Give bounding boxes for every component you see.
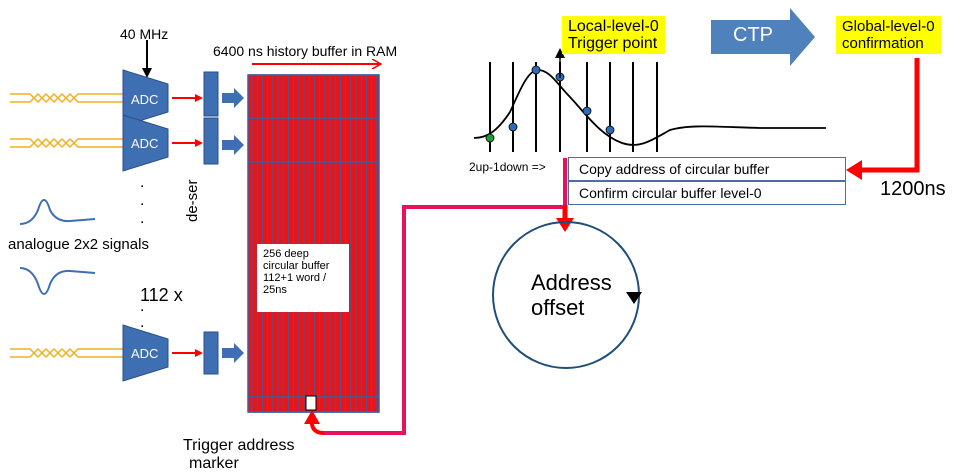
circular-arrow-icon [626,292,642,304]
twisted-pair-wire [10,137,128,149]
adc-trapezoid-icon [122,324,169,382]
vertical-dot: . [140,192,145,209]
latency-label: 1200ns [880,178,946,200]
deser-label: de-ser [184,179,201,222]
deser-block-icon [203,117,219,165]
trigger-sample-point [485,133,495,143]
trigger-waveform [473,62,826,152]
clock-label: 40 MHz [120,26,169,42]
address-link-line [324,158,567,435]
global-confirm-line [860,58,920,173]
copy-to-offset-arrowhead [556,218,574,232]
multiplicity-label: 112 x [140,285,183,305]
vertical-dot: . [140,314,145,331]
copy-address-box: Copy address of circular buffer [568,157,846,181]
global-confirmation-line: Global-level-0 [842,18,935,35]
vertical-dot: . [140,210,145,227]
global-confirmation-line: confirmation [842,35,924,52]
analogue-pulse-positive [19,199,96,225]
global-confirmation-box: Global-level-0 confirmation [836,16,941,54]
buffer-description-line: 25ns [263,284,287,296]
adc-label: ADC [131,136,159,151]
vertical-dot: . [140,174,145,191]
trigger-marker-label: marker [189,455,239,472]
address-offset-label: offset [531,295,585,320]
local-trigger-line: Trigger point [568,35,658,52]
vertical-dot: . [140,298,145,315]
twisted-pair-wire [10,92,128,104]
deser-block-icon [203,71,219,117]
adc-label: ADC [131,346,159,361]
adc-trapezoid-icon [122,69,169,127]
buffer-description-box: 256 deep circular buffer 112+1 word / 25… [257,244,349,312]
global-confirm-arrowhead [846,160,862,180]
local-trigger-line: Local-level-0 [568,18,659,35]
deser-to-buffer-arrow [222,88,244,108]
buffer-description-line: 112+1 word / [263,272,327,284]
deser-block-icon [203,331,219,375]
sample-point [508,122,518,132]
signal-waveform [473,69,826,146]
sample-point [531,65,541,75]
trigger-marker-label: Trigger address [183,437,295,454]
ctp-arrow [711,8,815,66]
algorithm-label: 2up-1down => [469,160,546,174]
buffer-outline [247,74,380,413]
analogue-signals-label: analogue 2x2 signals [8,236,149,253]
trigger-marker-arrowhead [304,410,320,424]
adc-trapezoid-icon [122,114,169,172]
ctp-label: CTP [733,24,773,46]
confirm-box: Confirm circular buffer level-0 [568,181,846,205]
trigger-address-marker [305,395,317,411]
twisted-pair-icon [10,92,128,359]
adc-label: ADC [131,92,159,107]
analogue-pulse-negative [19,267,96,295]
sample-point [582,106,592,116]
sample-point [605,125,615,135]
buffer-description-line: circular buffer [263,260,330,272]
buffer-body [248,75,379,412]
history-buffer-label: 6400 ns history buffer in RAM [213,43,398,59]
local-trigger-box: Local-level-0 Trigger point [562,16,665,54]
twisted-pair-wire [10,347,128,359]
circular-buffer [247,74,380,413]
deser-to-buffer-arrow [222,343,244,363]
deser-to-buffer-arrow [222,135,244,155]
buffer-description-line: 256 deep [263,248,309,260]
address-offset-label: Address [531,270,612,295]
